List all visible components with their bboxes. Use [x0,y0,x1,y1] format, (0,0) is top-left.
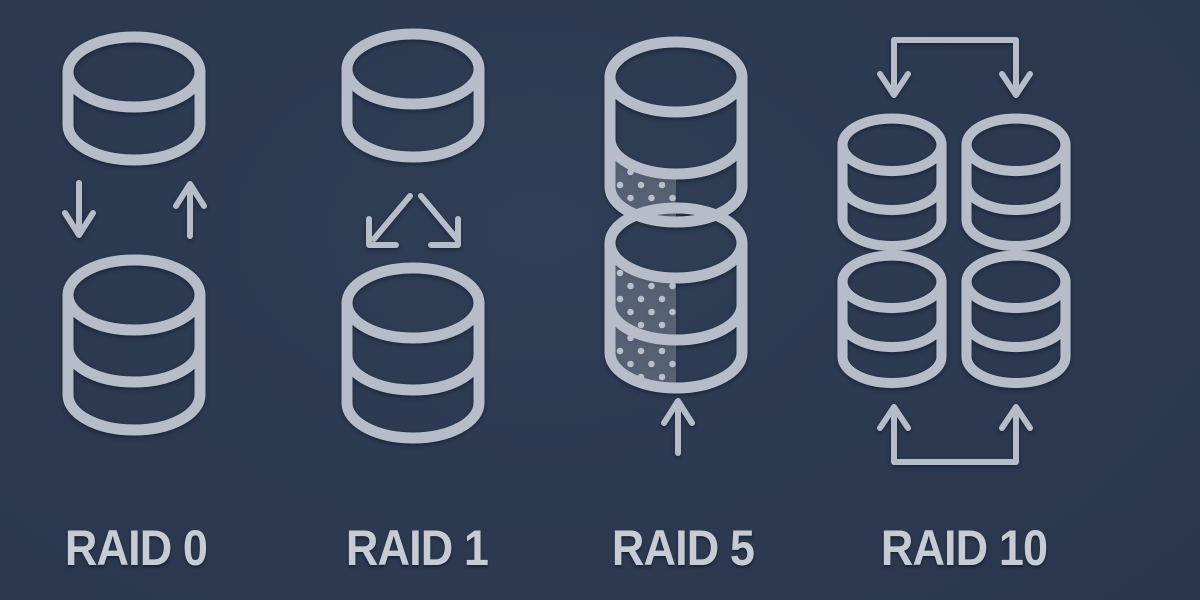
raid1-label: RAID 1 [345,520,489,576]
raid1-split-arrows-icon [366,193,461,248]
raid0-label: RAID 0 [64,520,208,576]
raid0-up-arrow-icon [176,184,204,236]
raid0-down-arrow-icon [65,183,93,235]
raid0-top-disk-icon [68,37,200,160]
raid5-figure [610,42,742,453]
raid1-top-disk-icon [347,34,479,157]
raid10-figure [843,37,1066,465]
raid0-bottom-disk-stack-icon [68,260,200,430]
raid10-disk-bottom-right-icon [967,256,1066,384]
raid1-bottom-disk-stack-icon [347,268,479,438]
raid10-disk-top-right-icon [967,119,1066,247]
raid0-figure [65,37,204,430]
raid1-figure [347,34,479,438]
raid10-bottom-bracket-up-arrows-icon [877,404,1033,465]
raid10-top-bracket-down-arrows-icon [877,37,1033,98]
raid10-label: RAID 10 [880,520,1048,576]
raid5-top-parity-disk-icon [610,42,742,222]
raid5-rebuild-up-arrow-icon [664,401,692,453]
raid10-disk-bottom-left-icon [843,256,942,384]
raid5-bottom-parity-disk-icon [610,208,742,388]
raid10-disk-top-left-icon [843,119,942,247]
raid5-label: RAID 5 [611,520,755,576]
